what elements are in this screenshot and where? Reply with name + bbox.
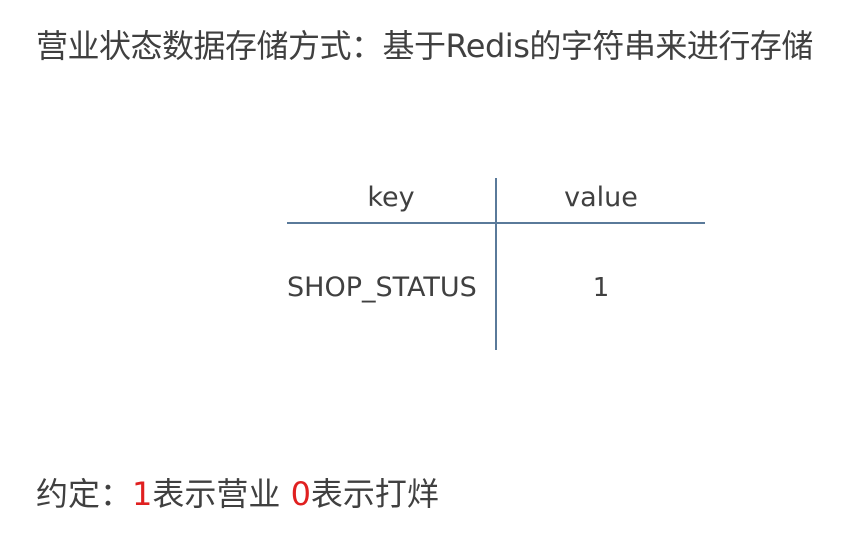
closed-status-value: 0 <box>290 475 311 513</box>
table-cell-key: SHOP_STATUS <box>287 272 477 303</box>
column-divider <box>495 178 497 350</box>
page-heading: 营业状态数据存储方式：基于Redis的字符串来进行存储 <box>36 27 813 65</box>
note-prefix: 约定： <box>36 475 133 513</box>
convention-note: 约定：1表示营业 0表示打烊 <box>36 472 439 516</box>
column-header-value: value <box>564 182 638 213</box>
column-header-key: key <box>367 182 415 213</box>
key-value-table: key value SHOP_STATUS 1 <box>287 178 705 350</box>
table-cell-value: 1 <box>592 273 610 303</box>
open-status-text: 表示营业 <box>152 475 291 513</box>
closed-status-text: 表示打烊 <box>310 475 439 513</box>
open-status-value: 1 <box>132 475 153 513</box>
